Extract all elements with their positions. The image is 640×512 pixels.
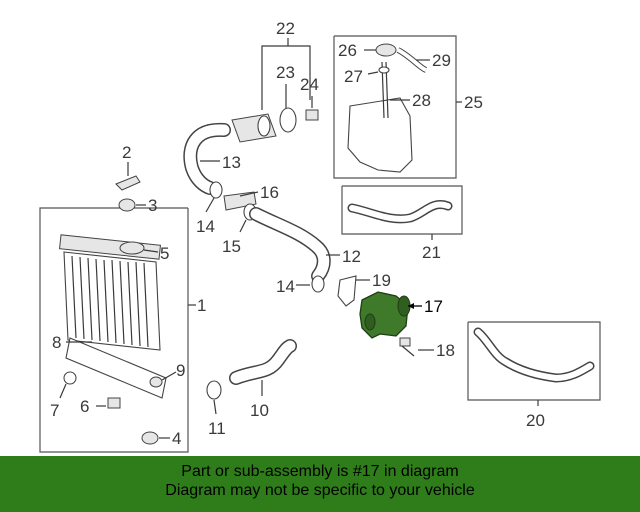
- callout-11: 11: [208, 419, 226, 438]
- bypass-hose: 12: [249, 207, 361, 283]
- info-banner: Part or sub-assembly is #17 in diagram D…: [0, 456, 640, 512]
- housing-bolt: 18: [399, 337, 455, 360]
- overflow-hose-assembly: 21: [341, 185, 463, 262]
- callout-13: 13: [222, 153, 241, 172]
- parts-diagram: 1 5 8 9 7: [39, 19, 601, 453]
- callout-10: 10: [250, 401, 269, 420]
- callout-6: 6: [80, 397, 89, 416]
- water-outlet-housing-part-17: 17: [359, 291, 443, 339]
- callout-26: 26: [338, 41, 357, 60]
- thermostat-bracket: 19: [337, 271, 391, 307]
- callout-5: 5: [160, 244, 169, 263]
- callout-25: 25: [464, 93, 483, 112]
- radiator-mount-lower: 4: [141, 429, 181, 448]
- callout-8: 8: [52, 333, 61, 352]
- callout-21: 21: [422, 243, 441, 262]
- hose-clamp-lower: 14: [276, 275, 325, 296]
- callout-28: 28: [412, 91, 431, 110]
- banner-line-part: Part or sub-assembly is #17 in diagram: [181, 463, 459, 480]
- callout-20: 20: [526, 411, 545, 430]
- thermostat-gasket: [279, 107, 297, 133]
- banner-line-disclaimer: Diagram may not be specific to your vehi…: [165, 482, 475, 499]
- callout-14-upper: 14: [196, 217, 215, 236]
- callout-17: 17: [424, 297, 443, 316]
- radiator-assembly: 1 5 8 9 7: [39, 207, 206, 453]
- radiator-bolt: [107, 397, 121, 409]
- reservoir-assembly: 25 28 26 27 29: [333, 35, 483, 179]
- radiator-core: [58, 234, 162, 351]
- callout-4: 4: [172, 429, 181, 448]
- callout-22: 22: [276, 19, 295, 38]
- callout-15: 15: [222, 237, 241, 256]
- coolant-pipe-assembly: 20: [467, 321, 601, 430]
- radiator-lower-tank: [65, 337, 167, 399]
- callout-1: 1: [197, 296, 206, 315]
- callout-9: 9: [176, 361, 185, 380]
- thermostat-bolt: [305, 109, 319, 121]
- callout-7: 7: [50, 401, 59, 420]
- lower-radiator-hose: 10: [229, 339, 297, 420]
- callout-12: 12: [342, 247, 361, 266]
- callout-3: 3: [148, 196, 157, 215]
- callout-23: 23: [276, 63, 295, 82]
- callout-27: 27: [344, 67, 363, 86]
- hose-clamp-11: 11: [206, 380, 226, 438]
- drain-plug: [149, 376, 163, 388]
- callout-14-lower: 14: [276, 277, 295, 296]
- upper-radiator-hose: 13: [183, 122, 241, 195]
- callout-18: 18: [436, 341, 455, 360]
- reservoir-cap: [375, 43, 397, 57]
- callout-2: 2: [122, 143, 131, 162]
- callout-19: 19: [372, 271, 391, 290]
- radiator-cap: [119, 241, 145, 255]
- thermostat-housing-group: 22 23 24: [231, 19, 319, 143]
- radiator-bracket: 2: [115, 143, 141, 191]
- callout-24: 24: [300, 75, 319, 94]
- hose-clamp-upper: 14: [196, 181, 223, 236]
- radiator-mount-upper: 3: [118, 196, 157, 215]
- callout-29: 29: [432, 51, 451, 70]
- callout-16: 16: [260, 183, 279, 202]
- coolant-reservoir: [347, 97, 413, 173]
- radiator-bushing: [63, 371, 77, 385]
